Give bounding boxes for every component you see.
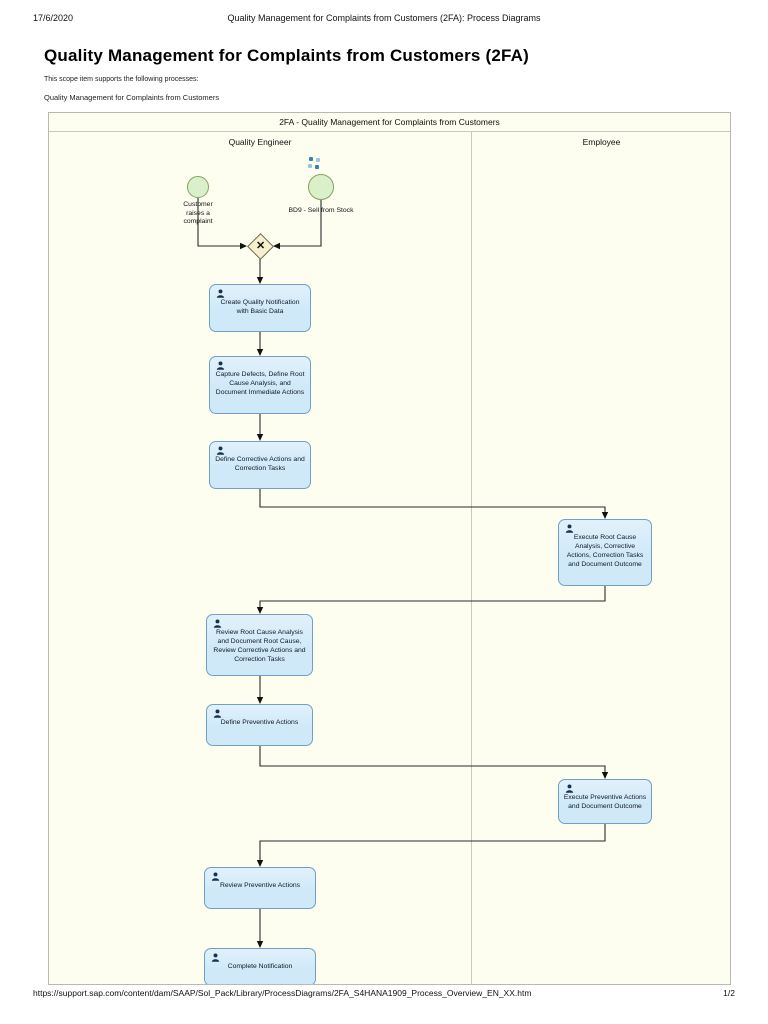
process-reference-icon xyxy=(308,156,322,171)
task-execute-root-cause-analysis: Execute Root Cause Analysis, Corrective … xyxy=(558,519,652,586)
print-header-title: Quality Management for Complaints from C… xyxy=(227,13,541,23)
task-define-corrective-actions: Define Corrective Actions and Correction… xyxy=(209,441,311,489)
sequence-flow-6 xyxy=(259,586,606,607)
person-icon xyxy=(565,524,574,533)
task-create-quality-notification: Create Quality Notification with Basic D… xyxy=(209,284,311,332)
footer-page-number: 1/2 xyxy=(723,988,735,998)
person-icon xyxy=(211,872,220,881)
xor-gateway: ✕ xyxy=(246,232,274,260)
sequence-flow-8 xyxy=(259,746,606,772)
arrowhead xyxy=(256,349,264,356)
person-icon xyxy=(216,289,225,298)
print-header-date: 17/6/2020 xyxy=(33,13,74,23)
person-icon xyxy=(565,784,574,793)
arrowhead xyxy=(256,434,264,441)
process-name: Quality Management for Complaints from C… xyxy=(44,93,220,102)
diagram-title: 2FA - Quality Management for Complaints … xyxy=(49,113,730,132)
start-event-customer-complaint-label: Customer raises a complaint xyxy=(183,201,213,225)
sequence-flow-5 xyxy=(259,489,606,512)
sequence-flow-9 xyxy=(259,824,606,860)
task-define-preventive-actions: Define Preventive Actions xyxy=(206,704,313,746)
arrowhead xyxy=(256,277,264,284)
lane-divider xyxy=(471,132,472,984)
arrowhead xyxy=(256,697,264,704)
person-icon xyxy=(211,953,220,962)
task-label: Execute Preventive Actions and Document … xyxy=(563,794,647,810)
task-label: Capture Defects, Define Root Cause Analy… xyxy=(215,371,305,396)
start-event-bd9-sell-from-stock xyxy=(308,174,334,200)
task-label: Define Preventive Actions xyxy=(220,719,299,726)
task-label: Review Preventive Actions xyxy=(219,882,301,889)
task-capture-defects: Capture Defects, Define Root Cause Analy… xyxy=(209,356,311,414)
arrowhead xyxy=(256,941,264,948)
arrowhead xyxy=(256,860,264,867)
task-execute-preventive-actions: Execute Preventive Actions and Document … xyxy=(558,779,652,824)
page-title: Quality Management for Complaints from C… xyxy=(44,46,529,65)
task-review-root-cause-analysis: Review Root Cause Analysis and Document … xyxy=(206,614,313,676)
xor-symbol: ✕ xyxy=(255,239,265,252)
arrowhead xyxy=(256,607,264,614)
task-review-preventive-actions: Review Preventive Actions xyxy=(204,867,316,909)
person-icon xyxy=(213,709,222,718)
task-label: Define Corrective Actions and Correction… xyxy=(215,456,305,472)
intro-text: This scope item supports the following p… xyxy=(44,76,199,83)
task-label: Complete Notification xyxy=(227,963,293,970)
task-label: Create Quality Notification with Basic D… xyxy=(220,299,300,315)
person-icon xyxy=(216,446,225,455)
print-footer: https://support.sap.com/content/dam/SAAP… xyxy=(33,988,735,998)
start-event-bd9-sell-from-stock-label: BD9 - Sell from Stock xyxy=(288,207,354,214)
arrowhead xyxy=(601,512,609,519)
lane-label-quality-engineer: Quality Engineer xyxy=(228,137,292,147)
person-icon xyxy=(213,619,222,628)
start-event-customer-complaint xyxy=(187,176,209,198)
lane-label-employee: Employee xyxy=(582,137,621,147)
process-diagram: 2FA - Quality Management for Complaints … xyxy=(48,112,731,985)
task-label: Review Root Cause Analysis and Document … xyxy=(213,629,306,663)
task-complete-notification: Complete Notification xyxy=(204,948,316,984)
footer-url: https://support.sap.com/content/dam/SAAP… xyxy=(33,988,532,998)
task-label: Execute Root Cause Analysis, Corrective … xyxy=(566,534,644,568)
arrowhead xyxy=(601,772,609,779)
person-icon xyxy=(216,361,225,370)
